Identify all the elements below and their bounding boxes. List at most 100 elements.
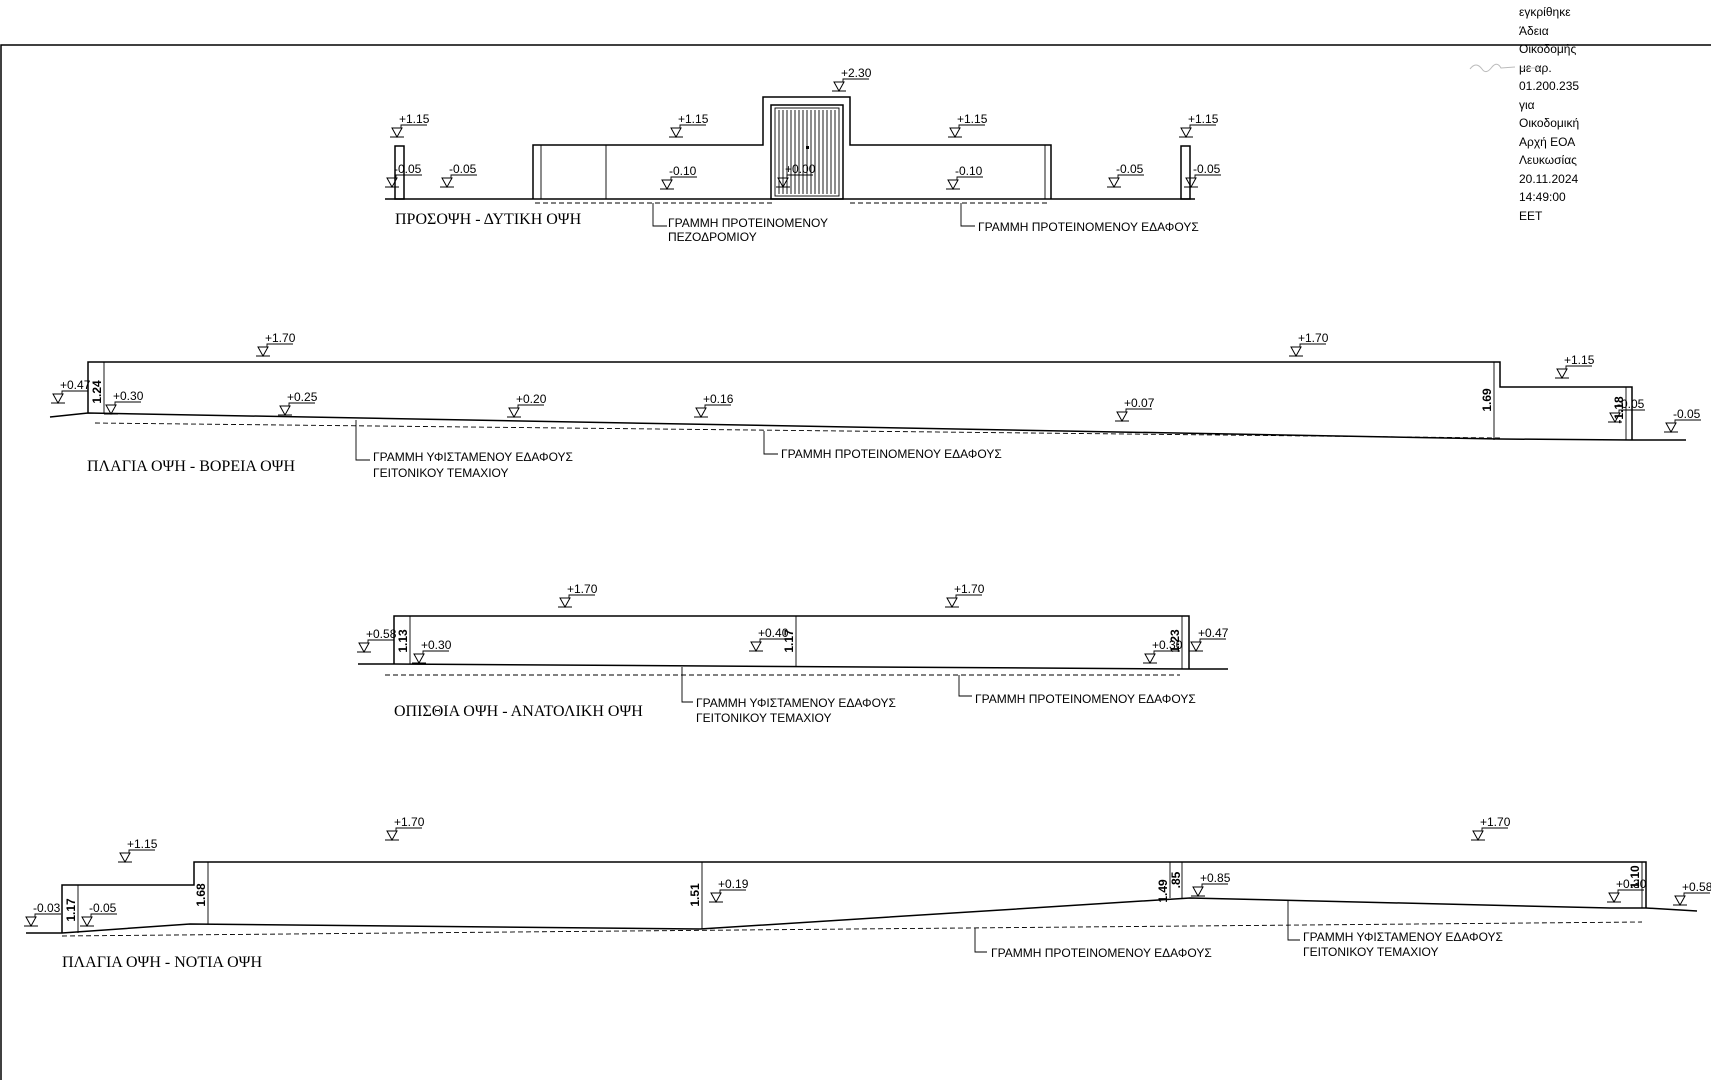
level-label: +2.30	[841, 66, 872, 80]
note-existing-ground: ΓΡΑΜΜΗ ΥΦΙΣΤΑΜΕΝΟΥ ΕΔΑΦΟΥΣ	[373, 450, 573, 464]
dim-height: 1.17	[64, 898, 78, 922]
post-left	[394, 145, 405, 200]
level-label: +1.70	[265, 331, 296, 345]
level-label: +1.15	[127, 837, 158, 851]
level-marker: +1.70	[944, 582, 985, 608]
level-label: -0.10	[955, 164, 983, 178]
level-label: +1.70	[1480, 815, 1511, 829]
existing-ground-line	[94, 422, 1501, 439]
view-title: ΟΠΙΣΘΙΑ ΟΨΗ - ΑΝΑΤΟΛΙΚΗ ΟΨΗ	[394, 703, 643, 720]
dim-height: .85	[1169, 871, 1183, 888]
level-marker: +0.30	[1142, 638, 1183, 664]
level-marker: +0.30	[1606, 877, 1647, 903]
approval-line: 20.11.2024	[1519, 171, 1579, 186]
level-marker: +1.15	[668, 112, 709, 138]
level-marker: +1.15	[1554, 353, 1595, 379]
level-marker: +0.19	[708, 877, 749, 903]
level-label: -0.05	[1116, 162, 1144, 176]
approval-line: Οικοδομική	[1519, 116, 1580, 130]
level-label: -0.05	[1617, 397, 1645, 411]
level-label: -0.10	[669, 164, 697, 178]
level-marker: -0.05	[79, 901, 117, 927]
level-label: -0.05	[449, 162, 477, 176]
level-marker: +1.15	[947, 112, 988, 138]
level-marker: -0.05	[439, 162, 477, 188]
approval-line: EET	[1519, 208, 1543, 223]
level-label: +1.15	[399, 112, 430, 126]
level-label: +0.30	[113, 389, 144, 403]
level-marker: +0.58	[356, 627, 397, 653]
note-existing-ground-2: ΓΕΙΤΟΝΙΚΟΥ ΤΕΜΑΧΙΟΥ	[696, 711, 832, 725]
level-label: +0.85	[1200, 871, 1231, 885]
dim-height: 1.13	[396, 629, 410, 653]
level-marker: +1.70	[1470, 815, 1511, 841]
level-marker: +0.47	[1188, 626, 1229, 652]
level-marker: +0.58	[1672, 880, 1711, 906]
dim-lines	[409, 616, 1183, 669]
level-marker: +0.40	[748, 626, 789, 652]
level-label: -0.05	[1193, 162, 1221, 176]
note-existing-ground: ΓΡΑΜΜΗ ΥΦΙΣΤΑΜΕΝΟΥ ΕΔΑΦΟΥΣ	[1303, 930, 1503, 944]
level-label: +1.70	[394, 815, 425, 829]
signature-mark	[1469, 63, 1539, 73]
level-marker: +0.85	[1190, 871, 1231, 897]
building-outline	[87, 361, 1633, 440]
proposed-ground-line	[358, 663, 1228, 670]
level-label: +0.19	[718, 877, 749, 891]
approval-line: Λευκωσίας	[1519, 153, 1577, 167]
level-label: +0.20	[516, 392, 547, 406]
level-label: +0.40	[758, 626, 789, 640]
level-label: +1.15	[957, 112, 988, 126]
level-label: +0.30	[421, 638, 452, 652]
level-marker: +1.15	[117, 837, 158, 863]
level-label: -0.05	[1673, 407, 1701, 421]
existing-ground-line	[61, 921, 1643, 937]
level-marker: -0.05	[1663, 407, 1701, 433]
level-marker: +1.15	[1178, 112, 1219, 138]
north-elevation: 1.24 1.69 -1.18 ΠΛΑΓΙΑ ΟΨΗ - ΒΟΡΕΙΑ ΟΨΗ …	[49, 331, 1701, 480]
note-existing-ground-2: ΓΕΙΤΟΝΙΚΟΥ ΤΕΜΑΧΙΟΥ	[373, 466, 509, 480]
level-label: +1.70	[1298, 331, 1329, 345]
level-marker: +0.25	[277, 390, 318, 416]
level-label: -0.05	[394, 162, 422, 176]
level-marker: +0.00	[775, 162, 816, 188]
note-proposed-ground: ΓΡΑΜΜΗ ΠΡΟΤΕΙΝΟΜΕΝΟΥ ΕΔΑΦΟΥΣ	[978, 220, 1199, 234]
west-elevation: ΠΡΟΣΟΨΗ - ΔΥΤΙΚΗ ΟΨΗ ΓΡΑΜΜΗ ΠΡΟΤΕΙΝΟΜΕΝΟ…	[384, 66, 1221, 244]
level-marker: +0.30	[103, 389, 144, 415]
level-label: +1.15	[1564, 353, 1595, 367]
post-right	[1180, 145, 1191, 200]
level-marker: +0.47	[50, 378, 91, 404]
level-marker: +0.30	[411, 638, 452, 664]
note-existing-ground-2: ΓΕΙΤΟΝΙΚΟΥ ΤΕΜΑΧΙΟΥ	[1303, 945, 1439, 959]
view-title: ΠΛΑΓΙΑ ΟΨΗ - ΒΟΡΕΙΑ ΟΨΗ	[87, 458, 295, 475]
level-label: +0.47	[60, 378, 91, 392]
approval-line: για	[1519, 97, 1535, 112]
level-label: +0.25	[287, 390, 318, 404]
level-label: +0.07	[1124, 396, 1155, 410]
approval-line: 14:49:00	[1519, 190, 1566, 204]
level-marker: -0.05	[1183, 162, 1221, 188]
level-label: -0.03	[33, 901, 61, 915]
level-marker: +1.15	[389, 112, 430, 138]
level-label: +0.58	[366, 627, 397, 641]
view-title: ΠΛΑΓΙΑ ΟΨΗ - ΝΟΤΙΑ ΟΨΗ	[62, 954, 262, 971]
dim-lines	[103, 362, 1627, 440]
east-elevation: 1.13 1.17 1.23 ΟΠΙΣΘΙΑ ΟΨΗ - ΑΝΑΤΟΛΙΚΗ Ο…	[356, 582, 1229, 725]
approval-line: Άδεια	[1519, 23, 1549, 38]
level-label: +0.30	[1152, 638, 1183, 652]
level-marker: +0.20	[506, 392, 547, 418]
note-proposed-ground: ΓΡΑΜΜΗ ΠΡΟΤΕΙΝΟΜΕΝΟΥ ΕΔΑΦΟΥΣ	[975, 692, 1196, 706]
approval-line: 01.200.235	[1519, 79, 1580, 93]
level-label: +0.47	[1198, 626, 1229, 640]
dim-height: 1.23	[1168, 629, 1182, 653]
note-proposed-ground: ΓΡΑΜΜΗ ΠΡΟΤΕΙΝΟΜΕΝΟΥ ΕΔΑΦΟΥΣ	[781, 447, 1002, 461]
dim-height: 1.51	[688, 883, 702, 907]
level-label: +0.00	[785, 162, 816, 176]
level-label: +0.16	[703, 392, 734, 406]
level-marker: -0.05	[1106, 162, 1144, 188]
view-title: ΠΡΟΣΟΨΗ - ΔΥΤΙΚΗ ΟΨΗ	[395, 211, 582, 228]
level-label: +0.30	[1616, 877, 1647, 891]
front-wall	[532, 96, 1052, 199]
level-marker: -0.10	[945, 164, 983, 190]
level-marker: -0.05	[1607, 397, 1645, 423]
